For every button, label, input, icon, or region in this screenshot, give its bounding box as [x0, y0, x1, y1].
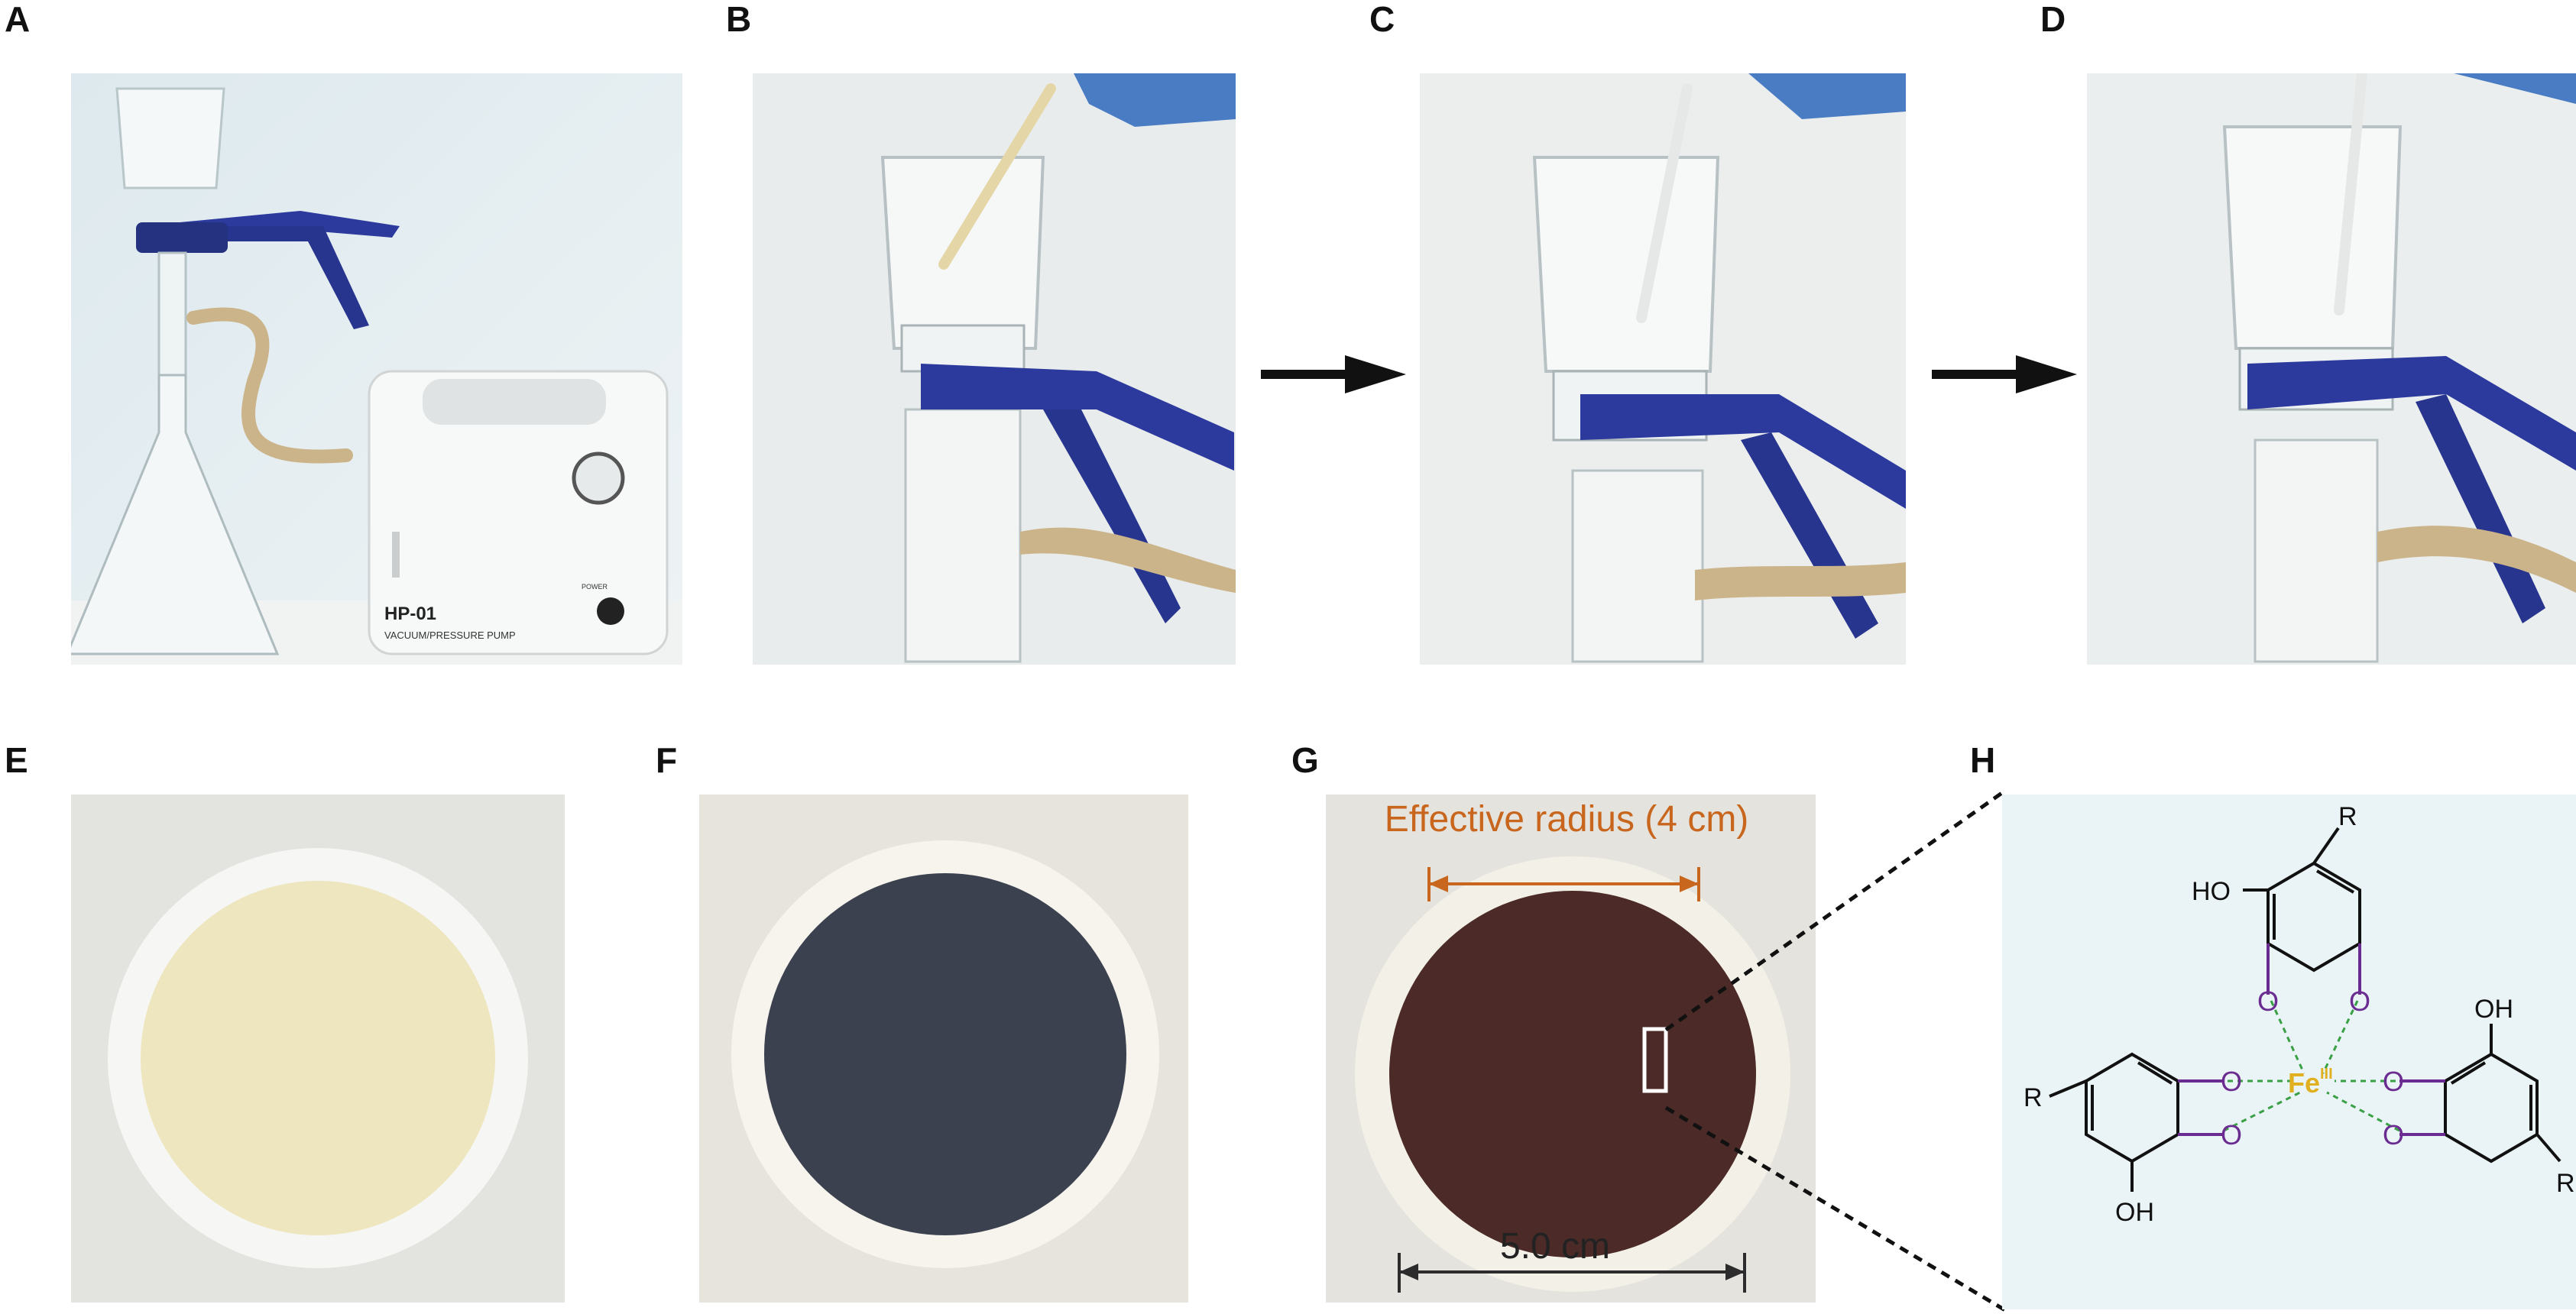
hydroxyl-label: HO [2192, 877, 2231, 906]
oxidation-state-label: III [2320, 1066, 2333, 1083]
photo-pipetting-step-3 [2087, 73, 2576, 665]
oxygen-label: O [2221, 1119, 2242, 1151]
panel-letter-f: F [656, 740, 678, 780]
r-group-label: R [2556, 1169, 2575, 1198]
arrow-right-icon [1932, 355, 2077, 393]
oxygen-label: O [2221, 1066, 2242, 1097]
oxygen-label: O [2383, 1066, 2404, 1097]
effective-radius-label: Effective radius (4 cm) [1384, 799, 1749, 840]
arrow-right-icon [1261, 355, 1406, 393]
photo-coated-filter-brown [1326, 795, 1816, 1303]
oxygen-label: O [2383, 1119, 2404, 1151]
panel-letter-e: E [5, 740, 28, 780]
photo-pipetting-step-2 [1420, 73, 1906, 665]
hydroxyl-label: OH [2474, 995, 2513, 1024]
oxygen-label: O [2349, 986, 2370, 1017]
panel-letter-d: D [2040, 0, 2066, 39]
sample-region-marker [1642, 1027, 1668, 1093]
panel-letter-b: B [726, 0, 752, 39]
oxygen-label: O [2257, 986, 2279, 1017]
diameter-label: 5.0 cm [1499, 1226, 1611, 1267]
iron-center-label: Fe [2288, 1067, 2320, 1099]
hydroxyl-label: OH [2115, 1198, 2154, 1227]
photo-coated-filter-dark [699, 795, 1188, 1303]
pump-model-label: HP-01 [384, 604, 436, 624]
panel-letter-a: A [5, 0, 31, 39]
panel-letter-c: C [1369, 0, 1395, 39]
photo-blank-filter [71, 795, 565, 1303]
chem-structure-fe-catechol-complex: O O O O O O Fe III R HO R OH OH R [2002, 795, 2576, 1309]
panel-letter-h: H [1970, 740, 1996, 780]
zoom-connector-lines [1664, 788, 2007, 1312]
pump-subtitle-label: VACUUM/PRESSURE PUMP [384, 629, 516, 641]
photo-pipetting-step-1 [753, 73, 1236, 665]
panel-letter-g: G [1291, 740, 1319, 780]
photo-filtration-setup: HP-01 VACUUM/PRESSURE PUMP POWER [71, 73, 682, 665]
pump-power-label: POWER [582, 583, 608, 591]
r-group-label: R [2024, 1083, 2043, 1112]
r-group-label: R [2338, 802, 2357, 831]
